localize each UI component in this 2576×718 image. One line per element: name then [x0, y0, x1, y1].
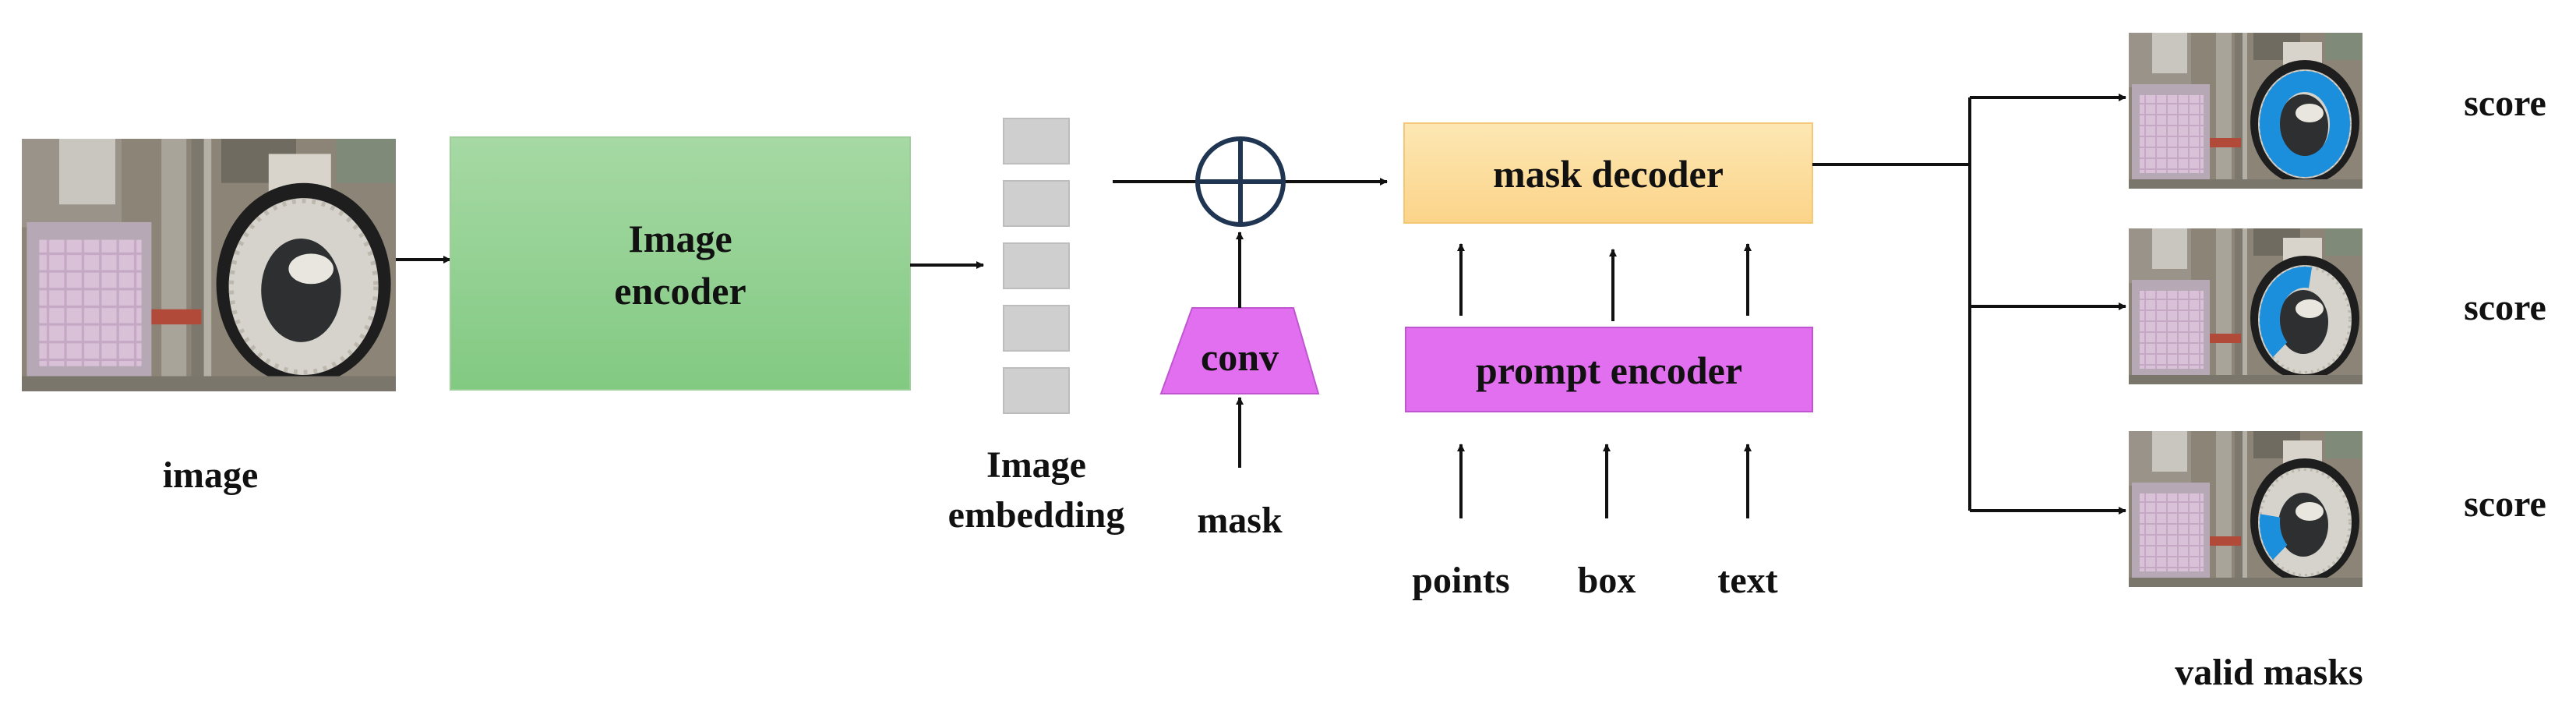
prompt-encoder-label: prompt encoder — [1476, 348, 1742, 392]
prompt-encoder-box — [1405, 327, 1813, 412]
embedding-token — [1003, 305, 1070, 352]
conv-block — [1159, 307, 1320, 394]
predicted-mask-region — [2260, 514, 2288, 561]
predicted-mask-region — [2259, 266, 2313, 358]
prompt-label-points: points — [1412, 560, 1509, 601]
conv-label: conv — [1201, 335, 1279, 379]
output-mask-1 — [2127, 31, 2364, 190]
prompt-label-text: text — [1717, 560, 1777, 601]
embedding-token — [1003, 180, 1070, 227]
input-image-label: image — [163, 454, 259, 496]
mask-input-label: mask — [1197, 500, 1283, 541]
prompt-label-box: box — [1578, 560, 1636, 601]
embedding-token — [1003, 367, 1070, 414]
image-embedding-label-line2: embedding — [948, 494, 1125, 536]
score-label-1: score — [2464, 83, 2546, 124]
input-image — [22, 139, 396, 391]
output-mask-3 — [2127, 430, 2364, 589]
image-encoder-label-line1: Image — [628, 217, 732, 260]
circled-plus-icon — [1195, 136, 1286, 227]
embedding-token — [1003, 118, 1070, 164]
predicted-mask-region — [2260, 71, 2350, 177]
score-label-2: score — [2464, 287, 2546, 328]
score-label-3: score — [2464, 483, 2546, 525]
image-embedding-label-line1: Image — [986, 444, 1086, 486]
output-mask-2 — [2127, 227, 2364, 386]
image-embedding-tokens — [1003, 118, 1070, 414]
mask-decoder-label: mask decoder — [1493, 152, 1724, 196]
mask-decoder-box — [1403, 122, 1813, 224]
image-encoder-box — [450, 136, 911, 391]
valid-masks-caption: valid masks — [2175, 652, 2363, 693]
output-branch-lines — [1812, 94, 2126, 515]
image-encoder-label-line2: encoder — [614, 269, 746, 313]
embedding-token — [1003, 242, 1070, 289]
